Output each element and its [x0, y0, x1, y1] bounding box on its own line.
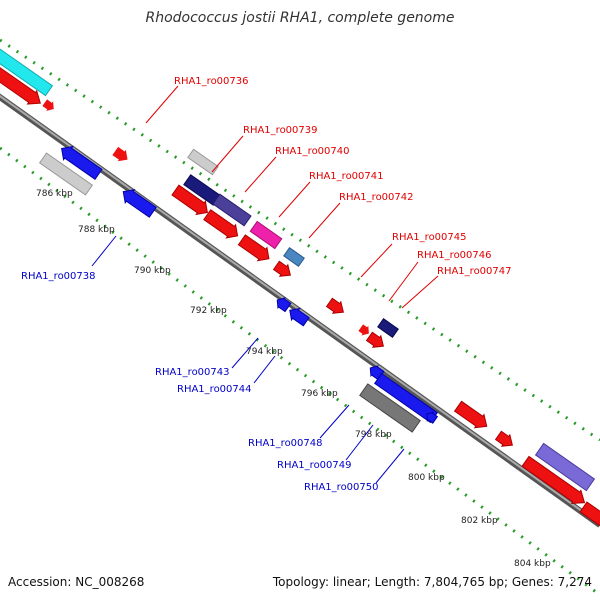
- gene-blue-7[interactable]: [424, 410, 439, 424]
- gene-blue-4[interactable]: [286, 305, 310, 328]
- topology-text: Topology: linear; Length: 7,804,765 bp; …: [272, 575, 592, 589]
- reverse-label-leaders: [91, 235, 405, 484]
- tick-labels: 786 kbp 788 kbp 790 kbp 792 kbp 794 kbp …: [36, 189, 551, 569]
- leader-line: [211, 135, 244, 173]
- gene-red-small-1[interactable]: [41, 98, 57, 114]
- gene-red-6[interactable]: [272, 260, 294, 281]
- gene-label-ro00744[interactable]: RHA1_ro00744: [177, 384, 252, 395]
- gene-blue-3[interactable]: [274, 295, 292, 313]
- gene-label-ro00746[interactable]: RHA1_ro00746: [417, 250, 492, 261]
- gene-red-9[interactable]: [453, 400, 491, 433]
- leader-line: [345, 424, 374, 461]
- gene-steel[interactable]: [283, 247, 305, 267]
- gene-red-7[interactable]: [325, 297, 347, 318]
- tick-label: 790 kbp: [134, 266, 171, 276]
- reverse-gene-labels: RHA1_ro00738 RHA1_ro00743 RHA1_ro00744 R…: [21, 271, 379, 493]
- gene-label-ro00745[interactable]: RHA1_ro00745: [392, 232, 467, 243]
- leader-line: [91, 235, 117, 267]
- gene-label-ro00739[interactable]: RHA1_ro00739: [243, 125, 318, 136]
- gene-red-1[interactable]: [0, 55, 45, 109]
- gene-red-2[interactable]: [111, 145, 131, 165]
- gene-label-ro00738[interactable]: RHA1_ro00738: [21, 271, 96, 282]
- gene-label-ro00740[interactable]: RHA1_ro00740: [275, 146, 350, 157]
- gene-cyan[interactable]: [0, 30, 54, 97]
- leader-line: [308, 202, 341, 239]
- gene-red-11[interactable]: [521, 455, 589, 509]
- gene-magenta[interactable]: [249, 220, 283, 250]
- tick-label: 788 kbp: [78, 225, 115, 235]
- gene-slate[interactable]: [212, 193, 252, 227]
- gene-label-ro00743[interactable]: RHA1_ro00743: [155, 367, 230, 378]
- leader-line: [360, 243, 393, 278]
- gene-label-ro00750[interactable]: RHA1_ro00750: [304, 482, 379, 493]
- guide-track-outer: [0, 38, 600, 442]
- forward-label-leaders: [145, 85, 439, 309]
- tick-label: 798 kbp: [355, 430, 392, 440]
- tick-label: 794 kbp: [246, 347, 283, 357]
- tick-label: 800 kbp: [408, 473, 445, 483]
- gene-red-5[interactable]: [237, 233, 273, 265]
- gene-violet[interactable]: [534, 442, 596, 492]
- gene-label-ro00741[interactable]: RHA1_ro00741: [309, 171, 384, 182]
- leader-line: [388, 261, 419, 302]
- leader-line: [319, 404, 350, 439]
- guide-track-inner: [0, 146, 600, 597]
- tick-label: 796 kbp: [301, 389, 338, 399]
- reverse-strand-genes: [38, 142, 439, 433]
- gene-gray[interactable]: [359, 383, 421, 433]
- gene-red-12[interactable]: [579, 501, 600, 529]
- gene-blue-6[interactable]: [374, 372, 438, 424]
- leader-line: [401, 275, 439, 309]
- gene-lightgray-rev[interactable]: [38, 152, 94, 196]
- gene-label-ro00747[interactable]: RHA1_ro00747: [437, 266, 512, 277]
- gene-lightgray-fwd[interactable]: [187, 148, 219, 176]
- map-title: Rhodococcus jostii RHA1, complete genome: [145, 10, 454, 26]
- gene-red-3[interactable]: [171, 184, 212, 219]
- gene-red-8[interactable]: [365, 331, 387, 352]
- gene-navy-1[interactable]: [183, 174, 221, 206]
- gene-red-4[interactable]: [203, 208, 242, 242]
- gene-red-10[interactable]: [494, 430, 516, 451]
- dotted-guide-tracks: [0, 38, 600, 597]
- gene-label-ro00749[interactable]: RHA1_ro00749: [277, 460, 352, 471]
- gene-blue-2[interactable]: [119, 185, 158, 219]
- gene-blue-1[interactable]: [57, 142, 103, 181]
- accession-text: Accession: NC_008268: [8, 575, 144, 589]
- gene-red-small-2[interactable]: [357, 323, 372, 339]
- leader-line: [231, 337, 259, 369]
- leader-line: [253, 355, 276, 384]
- tick-label: 786 kbp: [36, 189, 73, 199]
- leader-line: [375, 448, 405, 484]
- tick-label: 804 kbp: [514, 559, 551, 569]
- leader-line: [244, 156, 277, 193]
- tick-label: 802 kbp: [461, 516, 498, 526]
- backbone-highlight: [0, 94, 600, 525]
- forward-strand-genes: [0, 30, 600, 529]
- gene-label-ro00748[interactable]: RHA1_ro00748: [248, 438, 323, 449]
- tick-label: 792 kbp: [190, 306, 227, 316]
- gene-label-ro00742[interactable]: RHA1_ro00742: [339, 192, 414, 203]
- leader-line: [278, 181, 311, 218]
- leader-line: [145, 85, 179, 124]
- gene-navy-2[interactable]: [377, 318, 399, 338]
- forward-gene-labels: RHA1_ro00736 RHA1_ro00739 RHA1_ro00740 R…: [174, 76, 512, 277]
- gene-label-ro00736[interactable]: RHA1_ro00736: [174, 76, 249, 87]
